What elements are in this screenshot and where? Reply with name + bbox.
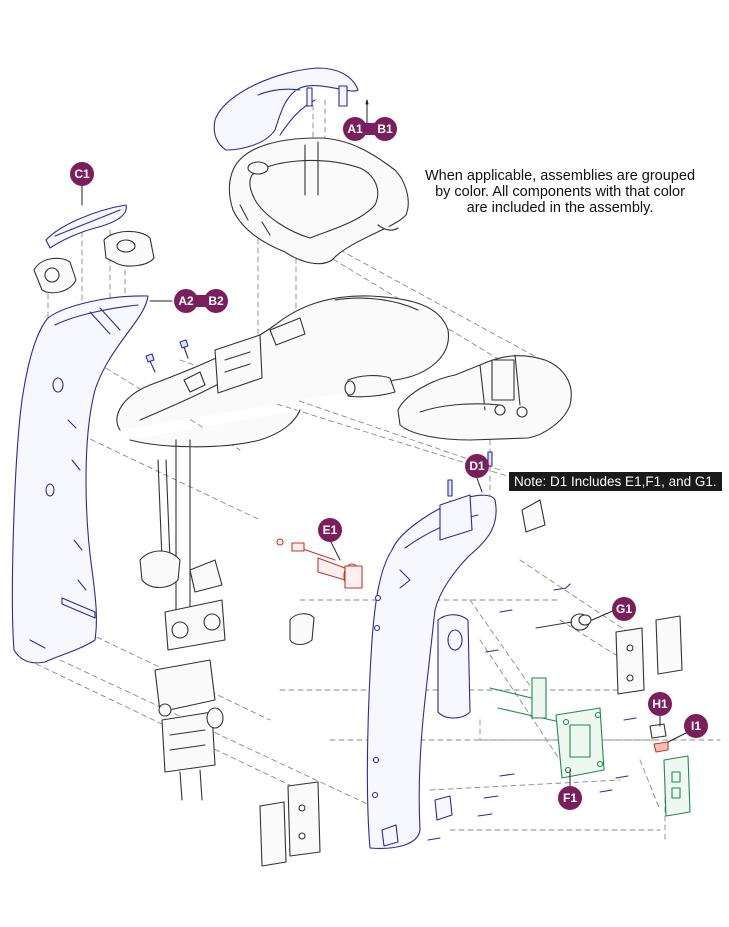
callout-pair-a1-b1: A1 B1 bbox=[343, 117, 397, 141]
part-steering-column bbox=[139, 439, 226, 801]
callout-f1: F1 bbox=[558, 786, 582, 810]
part-clamp-bushings bbox=[33, 230, 155, 294]
callout-a2: A2 bbox=[174, 289, 198, 313]
callout-d1: D1 bbox=[465, 454, 489, 478]
callout-i1: I1 bbox=[684, 714, 708, 738]
part-rear-column-cover bbox=[366, 494, 497, 849]
callout-g1: G1 bbox=[612, 597, 636, 621]
grouping-note: When applicable, assemblies are grouped … bbox=[400, 168, 720, 216]
callout-a1: A1 bbox=[343, 117, 367, 141]
part-screws bbox=[145, 339, 637, 841]
grouping-note-line-3: are included in the assembly. bbox=[466, 200, 654, 216]
callout-b2: B2 bbox=[204, 289, 228, 313]
callout-e1: E1 bbox=[318, 518, 342, 542]
part-flat-plates bbox=[259, 615, 683, 867]
callout-c1: C1 bbox=[70, 162, 94, 186]
part-small-pads bbox=[649, 723, 669, 753]
part-top-cover bbox=[213, 67, 359, 151]
part-knob bbox=[535, 613, 592, 631]
part-clamp-cap bbox=[45, 204, 127, 249]
part-left-front-shroud bbox=[11, 295, 149, 664]
d1-note: Note: D1 Includes E1,F1, and G1. bbox=[509, 472, 722, 491]
part-key-switch bbox=[276, 538, 363, 589]
callout-pair-a2-b2: A2 B2 bbox=[174, 289, 228, 313]
part-tiller-handlebar bbox=[116, 295, 449, 448]
callout-b1: B1 bbox=[373, 117, 397, 141]
part-rear-console-cover bbox=[397, 354, 572, 441]
callout-h1: H1 bbox=[648, 692, 672, 716]
grouping-note-line-2: by color. All components with that color bbox=[435, 184, 685, 200]
part-small-clip bbox=[289, 499, 546, 646]
part-console-base bbox=[228, 137, 409, 265]
part-control-module bbox=[489, 677, 691, 817]
grouping-note-line-1: When applicable, assemblies are grouped bbox=[424, 168, 696, 184]
